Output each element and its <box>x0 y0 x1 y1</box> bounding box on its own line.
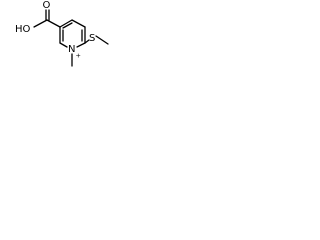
n-methyl-group: N + <box>68 44 81 67</box>
carboxyl-c-ring-bond <box>46 19 61 28</box>
hydroxyl-label: HO <box>15 24 31 35</box>
carboxyl-oh-bond <box>33 19 48 28</box>
ring-bond-c2-c3 <box>59 19 73 28</box>
s-methyl-bond <box>95 35 109 45</box>
sulfur-label: S <box>89 33 95 44</box>
ring-bond-c2-c3-double-inner <box>62 22 73 29</box>
ring-bond-c5-n <box>76 42 86 48</box>
carboxylic-acid-group: O HO <box>15 0 61 35</box>
carbonyl-oxygen-label: O <box>43 0 51 11</box>
nitrogen-charge-label: + <box>76 52 81 60</box>
methylthio-group: S <box>84 33 109 45</box>
ring-bond-c3-c4 <box>71 19 86 28</box>
nitrogen-label: N <box>68 44 75 55</box>
ring-bond-n-c1 <box>59 42 68 48</box>
c-s-bond <box>84 39 90 44</box>
chemical-structure: O HO N + S <box>15 0 109 67</box>
pyridinium-ring <box>59 19 86 48</box>
